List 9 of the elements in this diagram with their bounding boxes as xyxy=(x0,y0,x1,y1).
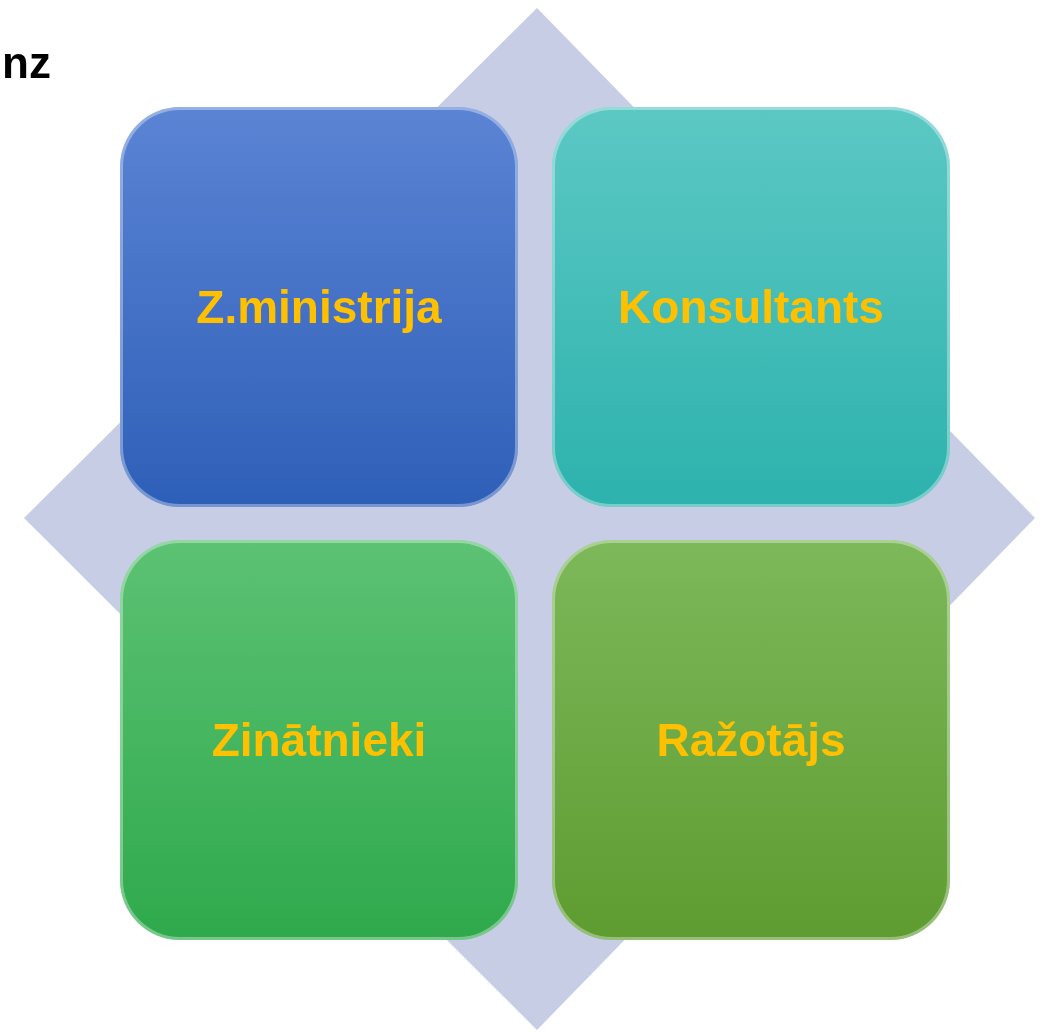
box-label: Konsultants xyxy=(618,280,884,334)
quadrant-box xyxy=(120,540,518,940)
box-label: Ražotājs xyxy=(656,713,846,767)
quadrant-box xyxy=(552,107,950,507)
quadrant-box xyxy=(552,540,950,940)
cut-off-text: nz xyxy=(2,38,51,88)
box-label: Z.ministrija xyxy=(196,280,442,334)
box-label: Zinātnieki xyxy=(211,713,427,767)
quadrant-box xyxy=(120,107,518,507)
